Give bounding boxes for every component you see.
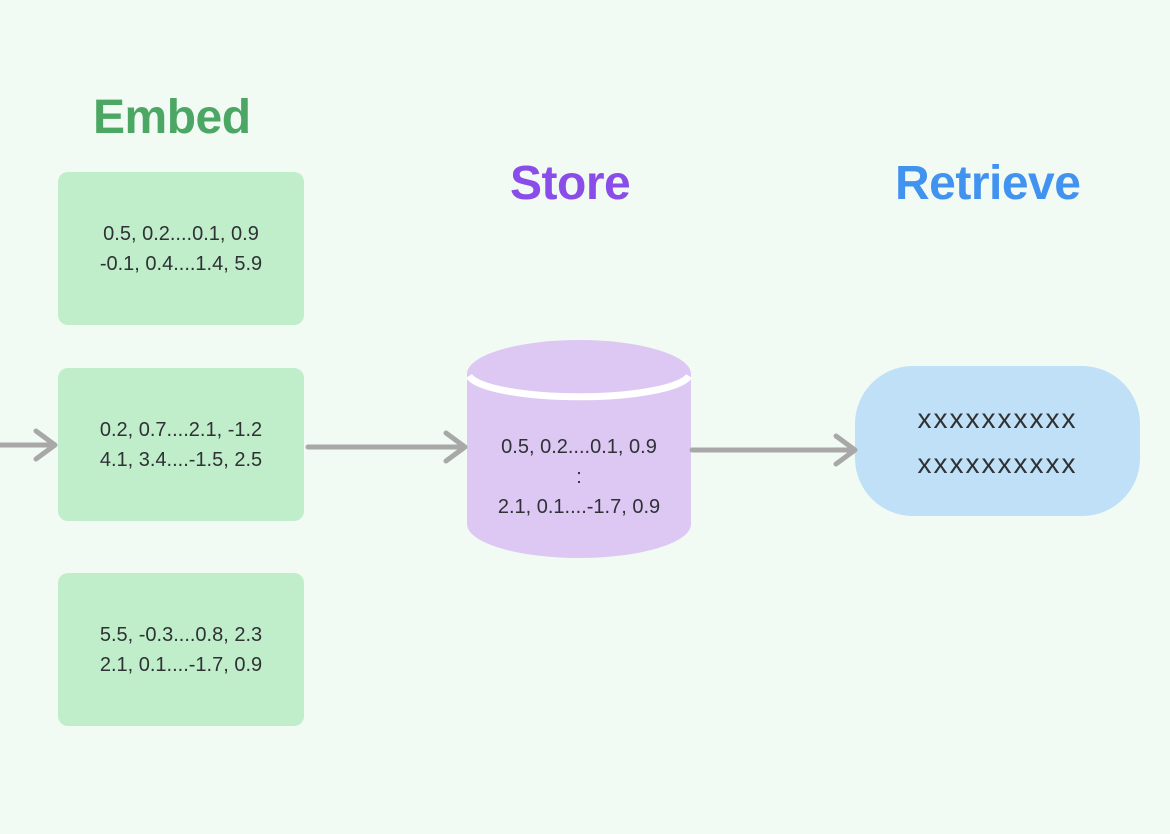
vector-database-cylinder: 0.5, 0.2....0.1, 0.9 : 2.1, 0.1....-1.7,… bbox=[467, 340, 691, 560]
vector-line: 0.2, 0.7....2.1, -1.2 bbox=[99, 418, 263, 441]
store-to-retrieve-arrow bbox=[689, 433, 858, 467]
vector-line: 2.1, 0.1....-1.7, 0.9 bbox=[99, 653, 263, 676]
vector-line: 0.5, 0.2....0.1, 0.9 bbox=[103, 222, 259, 245]
vector-line: 0.5, 0.2....0.1, 0.9 bbox=[501, 436, 657, 458]
store-title: Store bbox=[510, 157, 631, 210]
vector-line: 5.5, -0.3....0.8, 2.3 bbox=[99, 623, 263, 646]
embed-to-store-arrow bbox=[305, 430, 468, 464]
result-placeholder-line: xxxxxxxxxx bbox=[917, 447, 1078, 479]
result-placeholder-line: xxxxxxxxxx bbox=[917, 402, 1078, 434]
embed-vector-box-1: 0.5, 0.2....0.1, 0.9 -0.1, 0.4....1.4, 5… bbox=[58, 172, 304, 325]
embed-vector-box-2: 0.2, 0.7....2.1, -1.2 4.1, 3.4....-1.5, … bbox=[58, 368, 304, 521]
stored-vectors-text: 0.5, 0.2....0.1, 0.9 : 2.1, 0.1....-1.7,… bbox=[467, 432, 691, 522]
retrieve-result-box: xxxxxxxxxx xxxxxxxxxx bbox=[855, 366, 1140, 516]
database-cylinder-icon bbox=[467, 340, 691, 558]
vector-ellipsis: : bbox=[576, 466, 582, 488]
vector-line: 4.1, 3.4....-1.5, 2.5 bbox=[99, 448, 263, 471]
retrieve-title: Retrieve bbox=[895, 157, 1081, 210]
vector-line: 2.1, 0.1....-1.7, 0.9 bbox=[497, 496, 661, 518]
embed-title: Embed bbox=[93, 91, 251, 144]
input-arrow bbox=[0, 428, 58, 462]
cylinder-cap-divider bbox=[467, 373, 691, 401]
vector-line: -0.1, 0.4....1.4, 5.9 bbox=[99, 252, 263, 275]
embed-vector-box-3: 5.5, -0.3....0.8, 2.3 2.1, 0.1....-1.7, … bbox=[58, 573, 304, 726]
